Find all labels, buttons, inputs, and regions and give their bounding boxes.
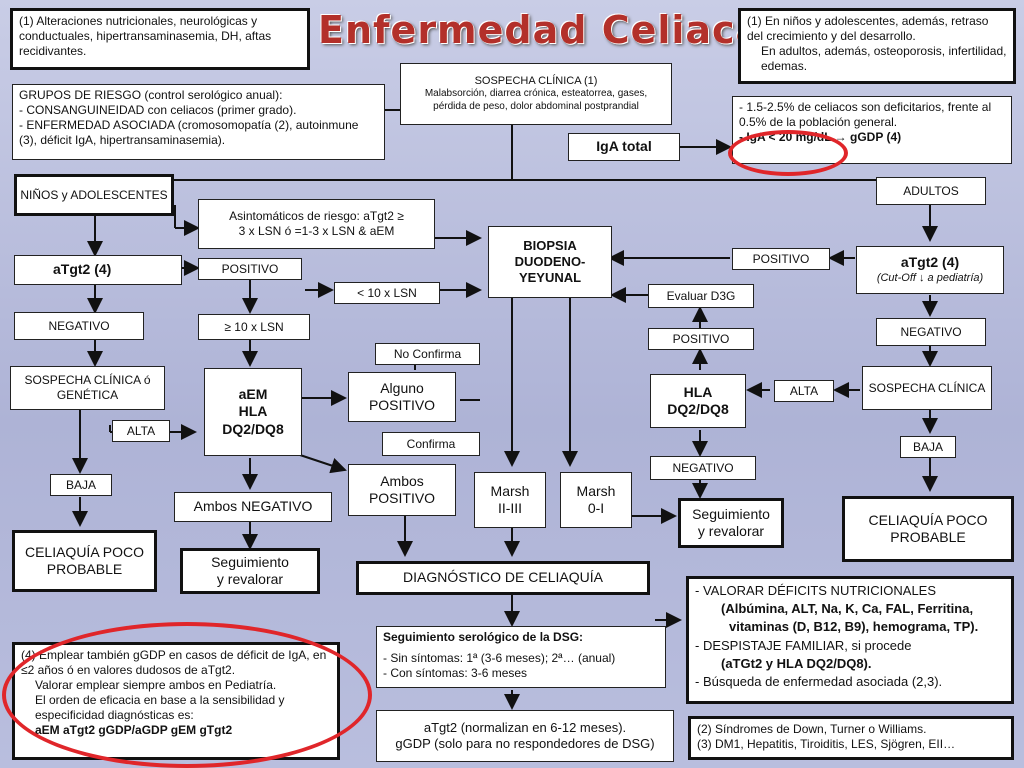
iga-total-box: IgA total [568, 133, 680, 161]
right-baja-box: BAJA [900, 436, 956, 458]
positivo-box: POSITIVO [198, 258, 302, 280]
right-poco-probable-box: CELIAQUÍA POCO PROBABLE [842, 496, 1014, 562]
risk-groups-line2: - CONSANGUINEIDAD con celiacos (primer g… [19, 103, 297, 117]
note-top-right: (1) En niños y adolescentes, además, ret… [738, 8, 1016, 84]
asymptomatic-line1: Asintomáticos de riesgo: aTgt2 ≥ [229, 209, 404, 223]
serology-line2: - Con síntomas: 3-6 meses [383, 666, 528, 680]
left-atgt2-box: aTgt2 (4) [14, 255, 182, 285]
marsh-0-1-box: Marsh 0-I [560, 472, 632, 528]
risk-groups-line3: - ENFERMEDAD ASOCIADA (cromosomopatía (2… [19, 118, 359, 147]
atgt2-normalize-line2: gGDP (solo para no respondedores de DSG) [395, 736, 655, 751]
serology-box: Seguimiento serológico de la DSG: - Sin … [376, 626, 666, 688]
atgt2-normalize-line1: aTgt2 (normalizan en 6-12 meses). [423, 719, 627, 735]
aem-hla-box: aEM HLA DQ2/DQ8 [204, 368, 302, 456]
right-seguimiento-box: Seguimiento y revalorar [678, 498, 784, 548]
iga-note-line1: - 1.5-2.5% de celiacos son deficitarios,… [739, 100, 992, 129]
alguno-positivo-box: Alguno POSITIVO [348, 372, 456, 422]
right-sospecha-box: SOSPECHA CLÍNICA [862, 366, 992, 410]
serology-title: Seguimiento serológico de la DSG: [383, 630, 584, 644]
deficits-line3: vitaminas (D, B12, B9), hemograma, TP). [729, 619, 979, 635]
adults-box: ADULTOS [876, 177, 986, 205]
no-confirma-box: No Confirma [375, 343, 480, 365]
confirma-box: Confirma [382, 432, 480, 456]
right-hla-box: HLA DQ2/DQ8 [650, 374, 746, 428]
atgt2-normalize-box: aTgt2 (normalizan en 6-12 meses). gGDP (… [376, 710, 674, 762]
right-alta-box: ALTA [774, 380, 834, 402]
left-alta-box: ALTA [112, 420, 170, 442]
serology-line1: - Sin síntomas: 1ª (3-6 meses); 2ª… (anu… [383, 651, 616, 665]
ambos-negativo-box: Ambos NEGATIVO [174, 492, 332, 522]
note23-line1: (2) Síndromes de Down, Turner o Williams… [697, 722, 927, 736]
left-sospecha-box: SOSPECHA CLÍNICA ó GENÉTICA [10, 366, 165, 410]
note23-box: (2) Síndromes de Down, Turner o Williams… [688, 716, 1014, 760]
note-top-right-line2: En adultos, además, osteoporosis, infert… [761, 44, 1007, 73]
right-positivo-mid-box: POSITIVO [648, 328, 754, 350]
risk-groups-title: GRUPOS DE RIESGO (control serológico anu… [19, 88, 283, 102]
right-cutoff-label: (Cut-Off ↓ a pediatría) [876, 271, 984, 284]
marsh-2-3-box: Marsh II-III [474, 472, 546, 528]
right-atgt2-box: aTgt2 (4) (Cut-Off ↓ a pediatría) [856, 246, 1004, 294]
deficits-line1: - VALORAR DÉFICITS NUTRICIONALES [695, 583, 937, 598]
highlight-ring-note4 [2, 622, 372, 768]
ambos-positivo-box: Ambos POSITIVO [348, 464, 456, 516]
biopsy-box: BIOPSIA DUODENO- YEYUNAL [488, 226, 612, 298]
left-baja-box: BAJA [50, 474, 112, 496]
risk-groups-box: GRUPOS DE RIESGO (control serológico anu… [12, 84, 385, 160]
left-poco-probable-box: CELIAQUÍA POCO PROBABLE [12, 530, 157, 592]
right-negativo-box: NEGATIVO [876, 318, 986, 346]
deficits-line6: - Búsqueda de enfermedad asociada (2,3). [695, 673, 943, 689]
ge10-box: ≥ 10 x LSN [198, 314, 310, 340]
deficits-line2: (Albúmina, ALT, Na, K, Ca, FAL, Ferritin… [721, 601, 974, 617]
clinical-suspicion-body: Malabsorción, diarrea crónica, esteatorr… [424, 88, 648, 112]
note-top-right-line1: (1) En niños y adolescentes, además, ret… [747, 14, 989, 43]
lt10-box: < 10 x LSN [334, 282, 440, 304]
deficits-line4: - DESPISTAJE FAMILIAR, si procede [695, 637, 912, 653]
clinical-suspicion-box: SOSPECHA CLÍNICA (1) Malabsorción, diarr… [400, 63, 672, 125]
note-top-left: (1) Alteraciones nutricionales, neurológ… [10, 8, 310, 70]
deficits-line5: (aTGt2 y HLA DQ2/DQ8). [721, 655, 872, 671]
asymptomatic-line2: 3 x LSN ó =1-3 x LSN & aEM [238, 224, 395, 238]
deficits-box: - VALORAR DÉFICITS NUTRICIONALES (Albúmi… [686, 576, 1014, 704]
asymptomatic-box: Asintomáticos de riesgo: aTgt2 ≥ 3 x LSN… [198, 199, 435, 249]
clinical-suspicion-title: SOSPECHA CLÍNICA (1) [474, 74, 598, 87]
evaluar-d3g-box: Evaluar D3G [648, 284, 754, 308]
left-seguimiento-box: Seguimiento y revalorar [180, 548, 320, 594]
right-atgt2-label: aTgt2 (4) [900, 254, 960, 271]
left-negativo-box: NEGATIVO [14, 312, 144, 340]
diagnosis-box: DIAGNÓSTICO DE CELIAQUÍA [356, 561, 650, 595]
right-negativo-hla-box: NEGATIVO [650, 456, 756, 480]
page-title: Enfermedad Celiaca [318, 8, 763, 52]
right-positivo-top-box: POSITIVO [732, 248, 830, 270]
note23-line2: (3) DM1, Hepatitis, Tiroiditis, LES, Sjö… [697, 737, 956, 751]
highlight-ring-iga [728, 130, 848, 176]
children-box: NIÑOS y ADOLESCENTES [14, 174, 174, 216]
